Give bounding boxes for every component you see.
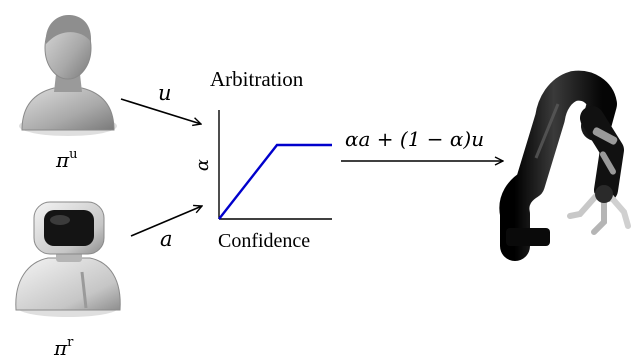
arbitration-title: Arbitration	[210, 67, 304, 91]
robot-input-arrow	[130, 206, 202, 237]
arbitration-plot	[218, 110, 332, 220]
robot-avatar-icon	[15, 201, 121, 317]
arbitration-curve	[218, 143, 332, 220]
user-input-arrow	[120, 98, 201, 124]
robot-input-label: a	[160, 227, 173, 251]
human-avatar-icon	[19, 14, 117, 136]
blended-command-formula: αa + (1 − α)u	[345, 127, 484, 151]
user-input-label: u	[158, 81, 172, 105]
confidence-axis-label: Confidence	[218, 230, 310, 252]
alpha-axis-label: α	[192, 159, 213, 171]
human-policy-label: πu	[55, 147, 78, 172]
robot-arm-icon	[499, 70, 631, 261]
robot-policy-label: πr	[53, 335, 74, 358]
gripper-icon	[567, 185, 631, 235]
